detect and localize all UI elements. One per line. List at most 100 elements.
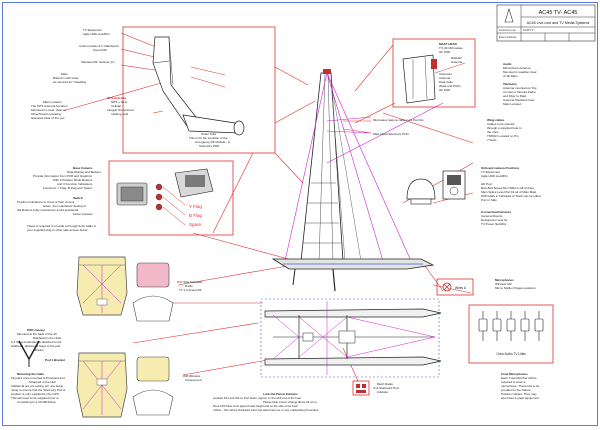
track-note-2: Please Note Colour change above fill not…	[263, 400, 317, 404]
leader-lines	[62, 32, 474, 382]
pod-system-3: Additional are are exiting pin, are bein…	[11, 384, 63, 388]
canopy-yellow	[136, 356, 170, 382]
switch-label-3: GE Buttons Fully recessed to avoid accid…	[17, 208, 79, 212]
display-labels: Base Camera Data Display and Buttons Pro…	[17, 166, 101, 232]
crew-mics-labels: Crew Microphones Each Crew Member will b…	[501, 372, 540, 400]
tv-equipment-label-1: Agile HDD Live/RFn	[83, 32, 110, 36]
pod-system-2: Strapped to the Hull	[29, 380, 56, 384]
telemetry-right-1: Antenna mounted on Top	[503, 86, 537, 90]
switch-label-4: button presses	[73, 212, 93, 216]
audio-label-2: Mounted in weather clear	[503, 70, 537, 74]
rear-fairleads-0: Port Side Fairleads	[177, 280, 203, 284]
audio-label-0: Audio	[503, 62, 512, 66]
track-note-4: Yellow - This will be illustrated when t…	[213, 408, 319, 412]
pod-canopy-3: A 4 Stayed standard is attached to the	[11, 340, 62, 344]
mesh-radio-2: indicator	[377, 390, 388, 394]
base-camera-label-0: Base Camera	[73, 166, 92, 170]
strain-tube-label-0: Strain Tube	[201, 132, 217, 136]
mast-head-label-0: MAST HEAD	[439, 42, 458, 46]
pod-system-0: Mounting the Hulls	[17, 372, 44, 376]
pod-canopy-1: Mounted at the back of the aft	[17, 332, 57, 336]
pod-canopy-4: bulkhead, allowing 2 stays to the pod	[11, 344, 61, 348]
crew-mics-1: Each Crew Member will be	[501, 376, 537, 380]
mast-head-pod-label: Mast Head Telemetry POD	[373, 132, 409, 136]
hand-cameras-label-1: Bolted in with Hose	[53, 76, 79, 80]
cameras-note-1: Camera Mounts	[481, 214, 503, 218]
title-block-small-0: America's Cup	[499, 28, 516, 32]
pod-system-6: This will need to be supplied prior to	[11, 396, 59, 400]
mast-location-label-0: Mast Location	[43, 100, 62, 104]
pod-canopy-5: aftbeam	[33, 348, 44, 352]
microphones-labels: Microphones Wireless Mic Mic to Spillion…	[495, 278, 536, 290]
telemetry-label-1: Antenna	[439, 76, 451, 80]
diagram-svg: AC45 TV- AC45 AC45 Live-Line and TV Medi…	[11, 4, 596, 418]
switch-label-1: Position Indications to Crew of their cu…	[17, 200, 74, 204]
crew-audio-label: Crew Audio TV Units	[496, 352, 526, 356]
crew-audio-box: Crew Audio TV Units	[468, 304, 554, 364]
wing-mast-detail	[122, 26, 276, 154]
hull-starboard	[264, 356, 442, 366]
mast-head-labels: MAST HEAD TV HF Microwave HF POD RADAR A…	[439, 42, 463, 92]
pod-profile-bottom	[132, 389, 174, 416]
hand-cameras-label-2: As secured for Travelling	[53, 80, 86, 84]
title-block-small-2: AC45 TV	[523, 28, 534, 32]
mast-head-detail	[392, 38, 476, 108]
rigging-lines	[284, 72, 412, 262]
audio-label-3: of Jib Main	[503, 74, 518, 78]
pod-canopy-area	[18, 256, 174, 418]
onboard-camera-label-7: Port or Side	[481, 198, 497, 202]
hull-port	[264, 308, 442, 318]
boom-tube	[182, 114, 240, 134]
microphones-1: Wireless Mic	[495, 282, 512, 286]
crew-mics-5: Position Cables. They may	[501, 392, 537, 396]
camera-dome	[406, 178, 436, 200]
gps-antenna-label-4: tracking, and	[111, 112, 129, 116]
wireless-mic-label: Wireless Mic receiver (C)	[81, 60, 115, 64]
cameras-note-2: Designed in sets for	[481, 218, 508, 222]
microphones-2: Mic to Spillion Pages positions	[495, 286, 536, 290]
strain-tube-label-1: This is for the Location of the	[189, 136, 228, 140]
track-note: Look Out Panels Indicator Located Port a…	[213, 392, 319, 412]
mast-head-label-3: RADAR	[451, 56, 462, 60]
mast-location-label-2: Mounted on mast, clear of	[31, 108, 66, 112]
display-unit-detail: Y Flag B Flag Spare	[108, 160, 234, 236]
gps-antenna-label-1: GPS + GLO	[111, 100, 128, 104]
mast-cable-labels: Microwave feature cable runs Par Kits Ma…	[373, 118, 424, 136]
mast-cable-label: Microwave feature cable runs Par Kits	[373, 118, 424, 122]
track-note-1: Located Port and Stb on Port beam, appro…	[213, 396, 301, 400]
base-camera-label-5: Functions: Y Flag, B Flag and 'Spare'	[43, 186, 93, 190]
title-block-title: AC45 TV- AC45	[539, 10, 578, 16]
wing-cables-2: through a supplied hole in	[487, 126, 522, 130]
mesh-radio: Mesh Radio Unit Starboard Pod indicator	[352, 380, 399, 396]
flag-label-b: B Flag	[189, 213, 203, 218]
boat-plan-view	[260, 298, 442, 378]
custom-audio-label-0: Custom Audio & C Mainboard	[79, 44, 119, 48]
telemetry-label-0: Telemetry	[439, 72, 453, 76]
rudder	[292, 268, 296, 286]
title-block-small-1: Event Authority	[499, 35, 517, 39]
pink-leaders	[326, 102, 444, 164]
mast-head-label-1: TV HF Microwave	[439, 46, 463, 50]
pod-system-4: using to ensure that the Telemetry Pod i…	[11, 388, 66, 392]
right-top-labels: Audio Microphone Antenna Mounted in weat…	[487, 62, 537, 142]
onboard-camera-detail	[406, 170, 466, 205]
crew-audio-unit	[478, 311, 544, 341]
gps-antenna-label-2: Cellular	[111, 104, 121, 108]
switch-label-2: action, from Hardware Setting of	[43, 204, 86, 208]
flag-button-spare	[155, 203, 163, 211]
rf-box: Wires A	[436, 278, 474, 296]
pod-bracket-label: Pod 1 Bracket	[45, 358, 65, 362]
telemetry-label-2: Data radio	[439, 80, 453, 84]
onboard-camera-label-0: Onboard camera Positions	[481, 166, 520, 170]
pod-system-5: position is only supplied by the GPS	[11, 392, 59, 396]
crew-mics-2: required to wear a	[501, 380, 526, 384]
base-camera-label-1: Data Display and Buttons	[67, 170, 101, 174]
base-camera-label-2: Provide Information from POD and Graphic…	[33, 174, 92, 178]
switch-note-1: your supplied plug to other side access …	[27, 228, 88, 232]
onboard-camera-label-2: Agile HDD Live/RFn	[481, 174, 508, 178]
pod-labels: POD canopy Mounted at the back of the af…	[11, 328, 66, 404]
switch-label-0: Switch	[73, 196, 83, 200]
mast-head-label-2: HF POD	[439, 50, 451, 54]
onboard-camera-labels: Onboard camera Positions TV Equipment Ag…	[481, 166, 541, 226]
